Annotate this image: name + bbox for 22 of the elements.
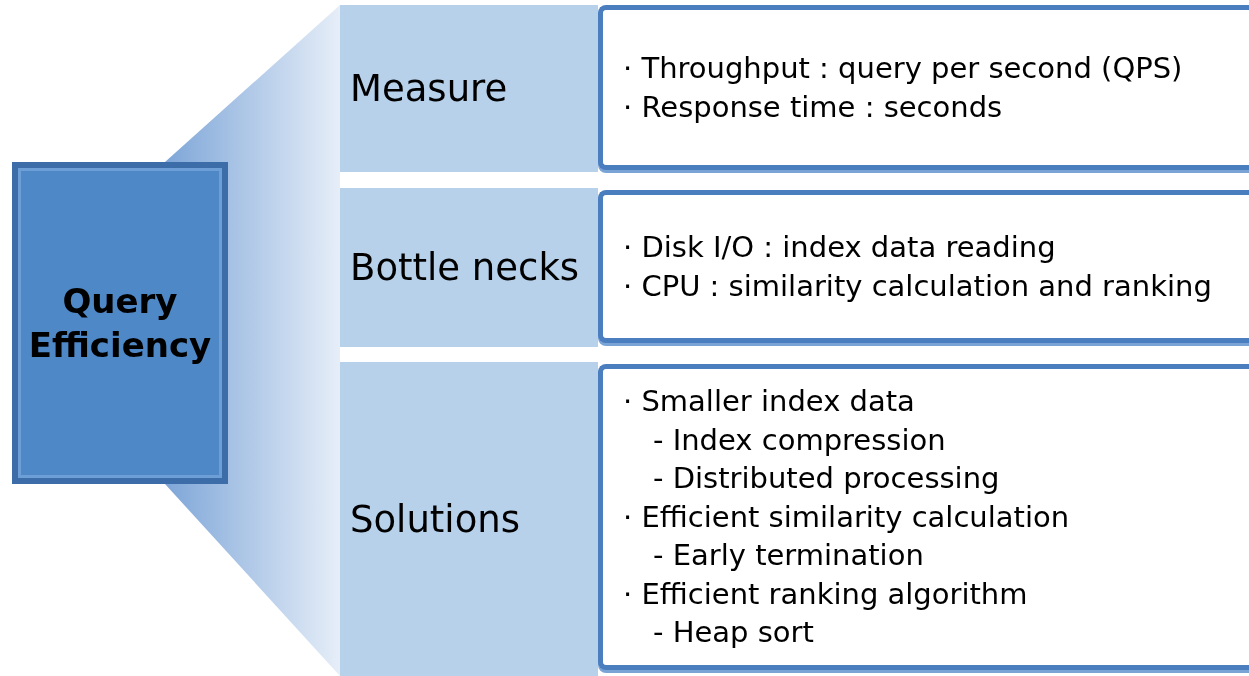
bullet-item: - Early termination xyxy=(653,537,924,575)
bullet-item: · Disk I/O : index data reading xyxy=(623,229,1056,266)
topic-box xyxy=(12,162,228,484)
text-panel xyxy=(598,364,1249,670)
category-label: Solutions xyxy=(350,497,520,541)
bullet-item: · Response time : seconds xyxy=(623,88,1003,126)
bullet-item: · Smaller index data xyxy=(623,383,915,421)
topic-title: Query Efficiency xyxy=(27,279,213,367)
bullet-item: - Distributed processing xyxy=(653,460,1000,498)
bullet-item: · Efficient similarity calculation xyxy=(623,498,1070,536)
category-label: Bottle necks xyxy=(350,246,580,289)
text-panel xyxy=(598,190,1249,343)
bullet-item: · CPU : similarity calculation and ranking xyxy=(623,267,1212,305)
category-label: Measure xyxy=(350,67,508,110)
bullet-item: - Index compression xyxy=(653,421,946,459)
bullet-item: - Heap sort xyxy=(653,614,814,652)
category-band xyxy=(340,362,598,676)
category-band xyxy=(340,5,598,172)
bullet-item: · Efficient ranking algorithm xyxy=(623,575,1028,613)
category-band xyxy=(340,188,598,347)
text-panel xyxy=(598,5,1249,170)
bullet-item: · Throughput : query per second (QPS) xyxy=(623,50,1183,87)
